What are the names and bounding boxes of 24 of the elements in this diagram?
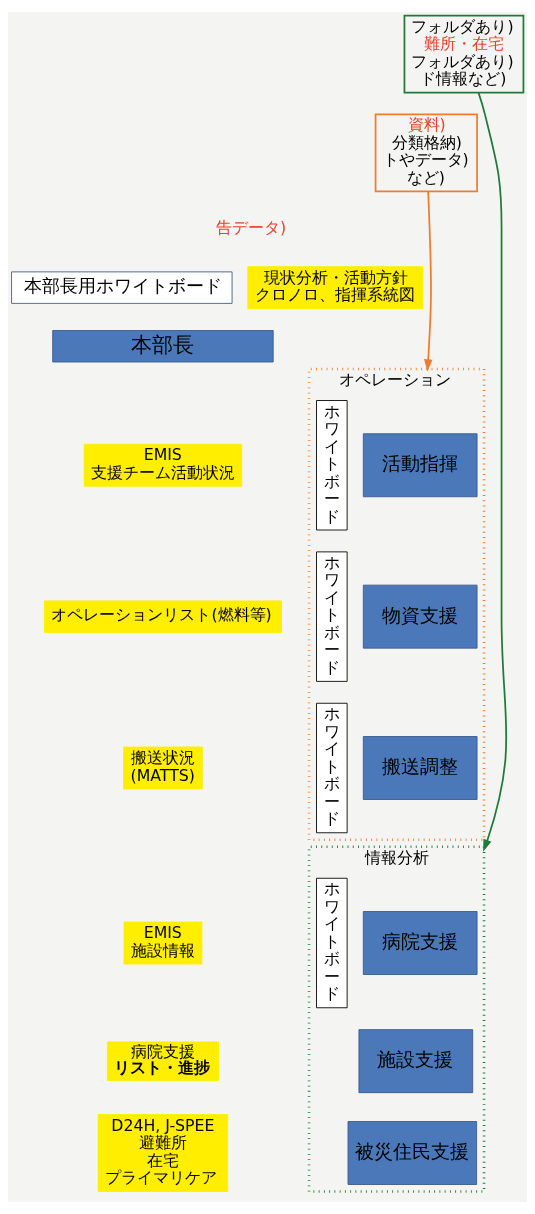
- node-box: オペレーションリスト(燃料等): [43, 600, 282, 633]
- node-box: 現状分析・活動方針 クロノロ、指揮系統図: [247, 266, 424, 310]
- arrow: [423, 190, 433, 372]
- node-box: D24H, J-SPEE 避難所 在宅 プライマリケア: [97, 1114, 229, 1192]
- node-box: フォルダあり) 難所・在宅 フォルダあり) ド情報など): [403, 14, 525, 94]
- node-box: 活動指揮: [362, 433, 478, 498]
- node-box: 本部長用ホワイトボード: [11, 271, 233, 304]
- node-box: 本部長: [52, 330, 274, 363]
- arrow: [477, 91, 508, 852]
- node-box: 物資支援: [362, 584, 478, 649]
- node-box: ホワイトボード: [316, 551, 348, 682]
- node-box: 搬送状況 (MATTS): [123, 746, 203, 790]
- node-box: EMIS 施設情報: [123, 921, 203, 965]
- label: 告データ): [215, 217, 287, 237]
- node-box: ホワイトボード: [316, 702, 348, 834]
- node-box: 資料) 分類格納) トやデータ) など): [374, 113, 478, 193]
- node-box: EMIS 支援チーム活動状況: [83, 443, 243, 487]
- node-box: 施設支援: [358, 1029, 474, 1094]
- node-box: 病院支援: [362, 911, 478, 975]
- node-box: 搬送調整: [362, 736, 478, 800]
- node-box: 被災住民支援: [347, 1121, 478, 1185]
- node-box: ホワイトボード: [316, 877, 348, 1009]
- node-box: ホワイトボード: [316, 400, 348, 531]
- node-box: 病院支援 リスト・進捗: [106, 1041, 219, 1081]
